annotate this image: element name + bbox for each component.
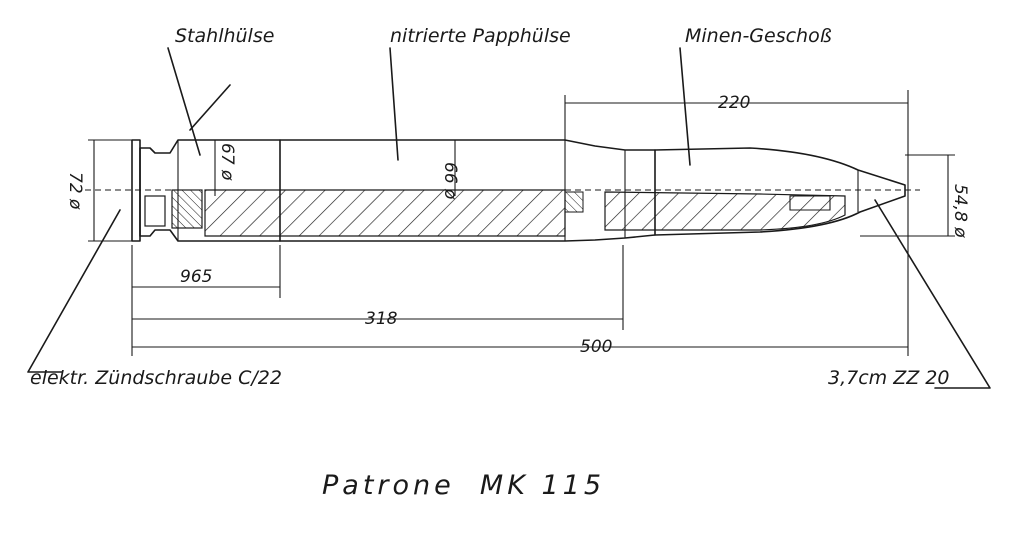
dim-length-318: 318: [365, 309, 398, 329]
cartridge-section-hatching: [144, 189, 846, 237]
length-dimensions: [131, 90, 909, 356]
label-fuze: 3,7cm ZZ 20: [828, 367, 949, 389]
dim-length-500: 500: [580, 337, 612, 357]
leader-lines: [27, 47, 991, 389]
label-primer: elektr. Zündschraube C/22: [30, 367, 282, 389]
label-steel-case: Stahlhülse: [175, 25, 274, 47]
dim-nose-diameter: 54,8 ø: [950, 184, 970, 238]
dim-case-diameter: 67 ø: [217, 143, 237, 181]
dim-length-965: 965: [180, 267, 212, 287]
dim-body-diameter: 66 ø: [440, 162, 460, 200]
label-nitrided-cardboard-case: nitrierte Papphülse: [390, 25, 571, 47]
dim-base-diameter: 72 ø: [65, 172, 85, 210]
drawing-title: Patrone MK 115: [322, 470, 605, 501]
label-mine-projectile: Minen-Geschoß: [685, 25, 832, 47]
dim-length-220: 220: [718, 93, 750, 113]
